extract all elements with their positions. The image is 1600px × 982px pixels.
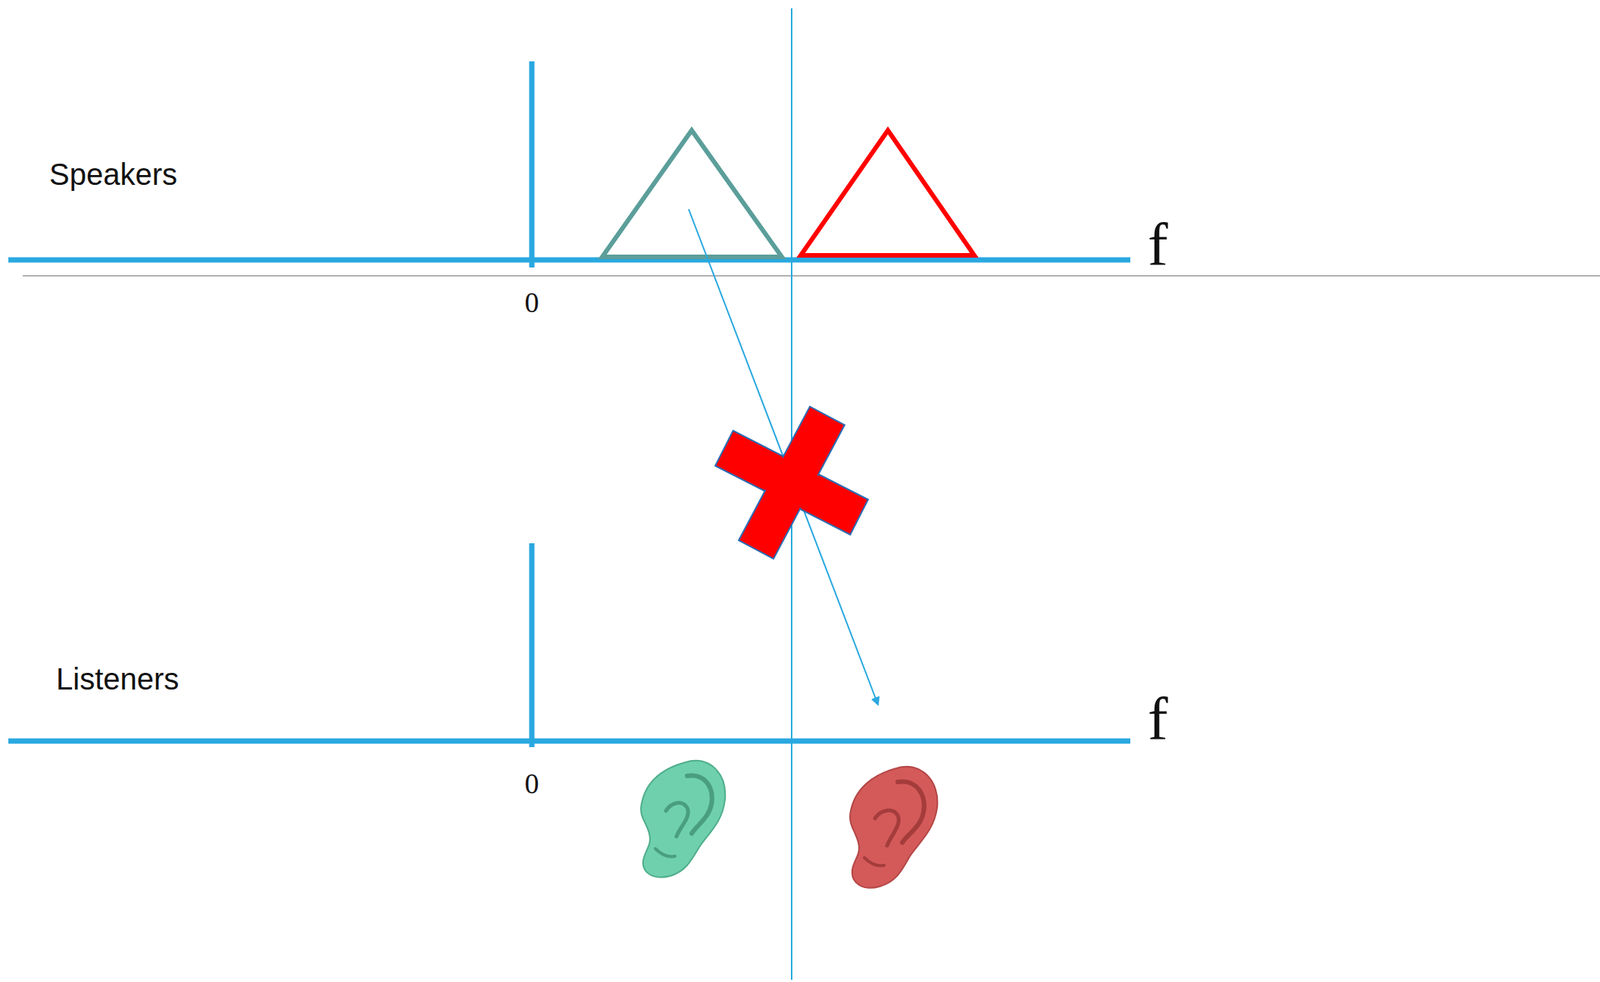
separator-line [22, 275, 1600, 277]
axis-label: f [1147, 688, 1169, 750]
axis-group-label: Listeners [56, 663, 179, 694]
frequency-axis [8, 738, 1131, 744]
red-spectrum [800, 130, 975, 256]
origin-label: 0 [525, 768, 540, 798]
green-ear [640, 760, 725, 878]
amplitude-axis [529, 543, 535, 747]
cross-mark [715, 406, 869, 559]
axis-label: f [1147, 214, 1169, 275]
axis-group-label: Speakers [49, 159, 178, 190]
origin-label: 0 [525, 287, 540, 317]
red-ear [850, 766, 938, 888]
green-spectrum [602, 130, 782, 257]
leakage-arrow [688, 209, 879, 705]
frequency-axis [8, 257, 1131, 263]
amplitude-axis [529, 61, 535, 268]
